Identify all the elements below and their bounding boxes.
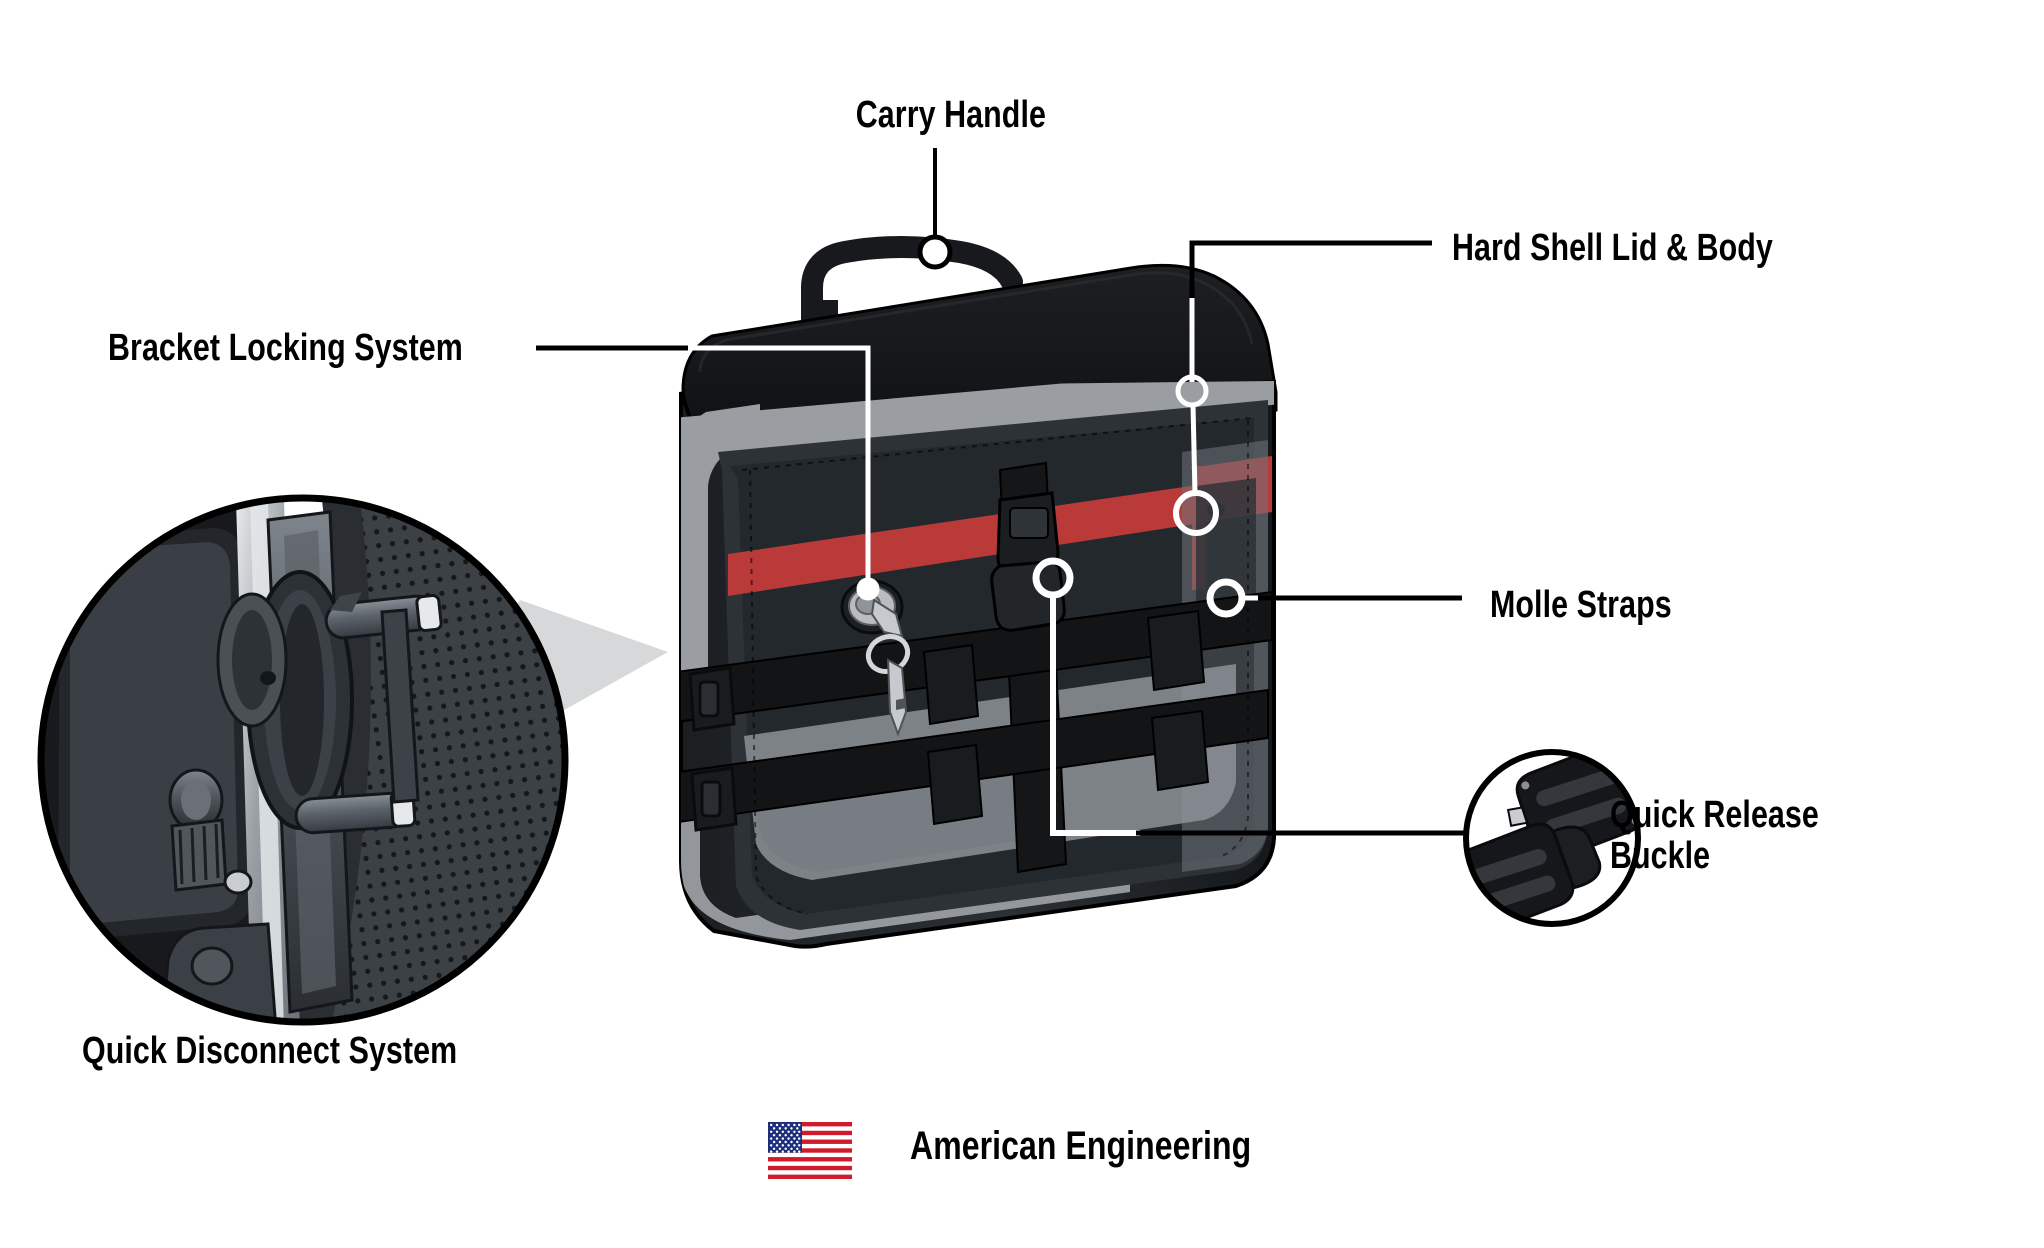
- callout-label-quick-release-buckle-line1: Quick Release: [1610, 794, 1819, 836]
- marker-carry-handle: [917, 234, 953, 270]
- quick-release-buckle-inset: [1463, 749, 1641, 927]
- callout-label-quick-release-buckle: Quick Release Buckle: [1610, 795, 1819, 876]
- leader-hard-shell-horizontal: [1189, 240, 1432, 300]
- callout-label-hard-shell: Hard Shell Lid & Body: [1452, 227, 1773, 269]
- leader-qrb-white: [1050, 595, 1140, 836]
- mounting-pin-upper: [324, 592, 443, 640]
- callout-label-carry-handle: Carry Handle: [855, 94, 1046, 136]
- callout-label-quick-release-buckle-line2: Buckle: [1610, 834, 1711, 877]
- quick-disconnect-inset: [37, 494, 569, 1026]
- united-states-flag-icon: [768, 1122, 852, 1179]
- callout-label-bracket-locking: Bracket Locking System: [108, 327, 463, 369]
- callout-leader-lines: [536, 148, 1466, 836]
- flag-canton: [768, 1122, 802, 1153]
- american-engineering-badge-text: American Engineering: [910, 1124, 1252, 1168]
- leader-hard-shell-vertical-2: [1190, 403, 1198, 495]
- lid-trim-stripe: [681, 381, 1274, 460]
- bracket-lock-with-keys: [840, 579, 911, 737]
- flag-stars: [769, 1123, 801, 1153]
- marker-hard-shell-body: [1173, 490, 1219, 536]
- saddlebag-artwork: [679, 236, 1278, 949]
- leader-bracket-white: [688, 345, 871, 578]
- quick-release-buckle-on-bag: [990, 491, 1066, 632]
- callout-label-molle-straps: Molle Straps: [1490, 584, 1672, 626]
- flag-stripes: [768, 1122, 852, 1179]
- side-slider-buckles: [688, 666, 738, 832]
- marker-bracket-lock: [856, 577, 880, 601]
- callout-label-quick-disconnect: Quick Disconnect System: [82, 1030, 458, 1072]
- thumbscrew: [168, 768, 228, 892]
- strap-keepers: [922, 609, 1210, 826]
